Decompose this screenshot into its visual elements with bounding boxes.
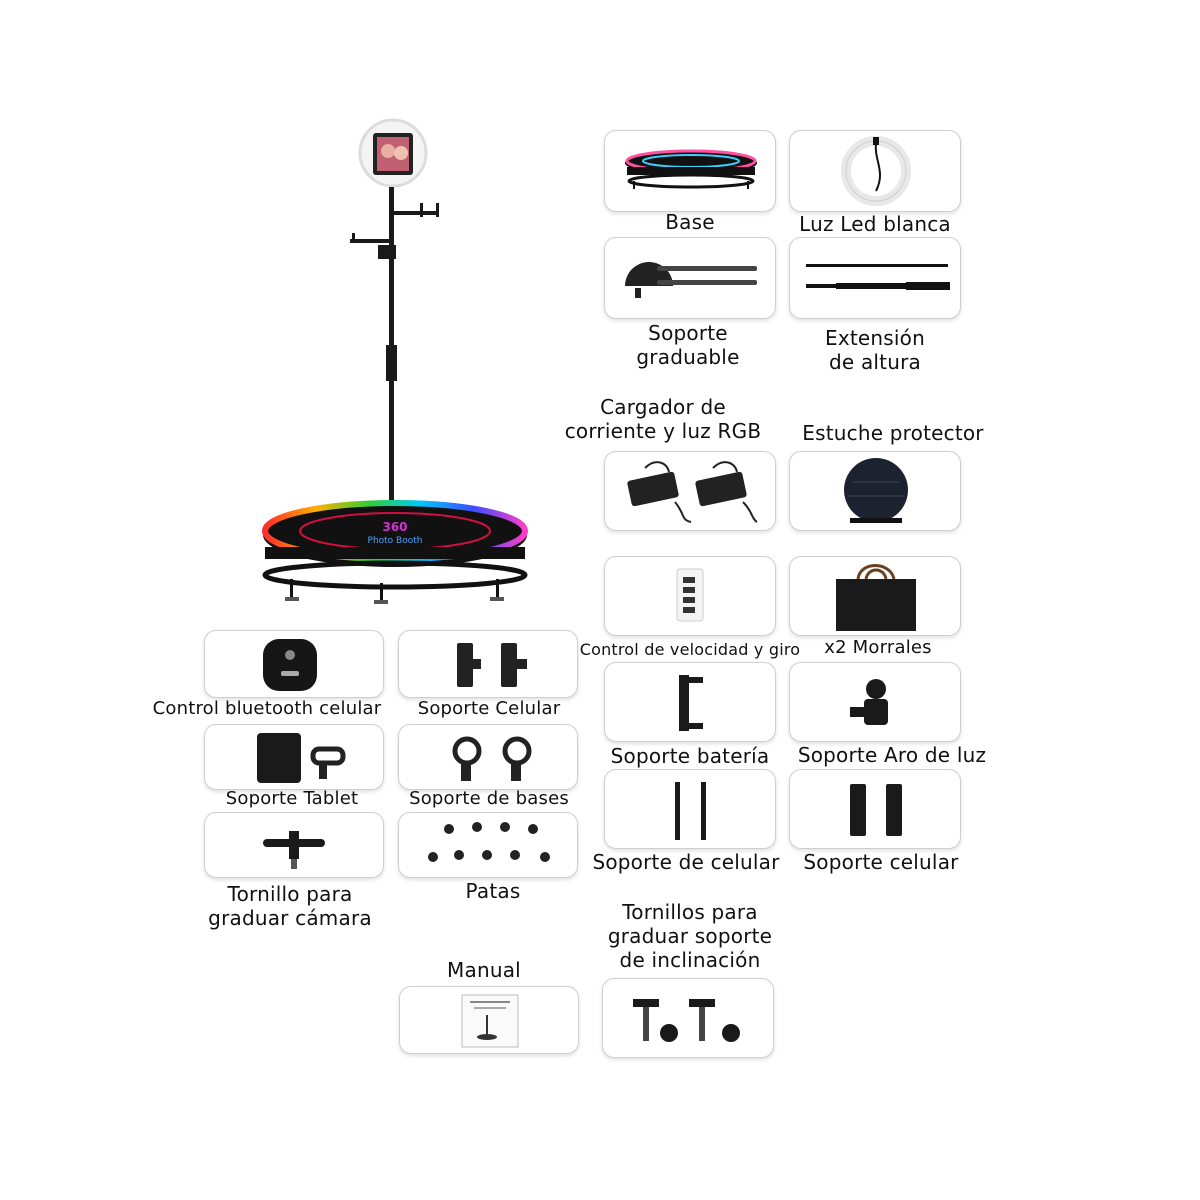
battery-holder-icon [679,675,703,731]
tablet-holder-icon [257,733,346,783]
manual-card [399,986,579,1054]
soporte-tablet-card [204,724,384,790]
label-base: Base [665,210,715,234]
telescopic-pole-icon [806,264,950,290]
label-control-velocidad: Control de velocidad y giro [579,640,801,659]
soporte-graduable-card [604,237,776,319]
bag-icon [836,564,916,631]
label-tornillo-camara: Tornillo para graduar cámara [208,882,372,930]
label-soporte-celular-2: Soporte celular [803,850,959,874]
estuche-card [789,451,961,531]
label-soporte-bases: Soporte de bases [409,788,569,809]
label-cargador: Cargador de corriente y luz RGB [564,395,762,443]
manual-icon [461,994,519,1048]
feet-icon [428,822,550,862]
adjustable-arm-icon [625,262,757,298]
phone-holder-icon [850,784,902,836]
morrales-card [789,556,961,636]
soporte-celular-1-card [398,630,578,698]
ring-light-icon [841,136,911,206]
power-adapter-icon [627,461,758,523]
tornillos-inclinacion-card [602,978,774,1058]
rotating-platform-icon [625,149,757,189]
extension-card [789,237,961,319]
photo-booth-360-icon: 360 Photo Booth [250,115,570,619]
phone-rods-icon [675,782,706,840]
tilt-screws-icon [633,999,740,1042]
label-soporte-aro: Soporte Aro de luz [797,743,987,767]
soporte-celular-2-card [789,769,961,849]
phone-clamp-icon [457,643,527,687]
label-extension: Extensión de altura [825,326,925,374]
label-soporte-tablet: Soporte Tablet [225,788,359,809]
tornillo-camara-card [204,812,384,878]
hero-logo: 360 [382,520,407,534]
label-soporte-bateria: Soporte batería [610,744,770,768]
ball-head-icon [850,679,888,725]
soporte-de-celular-card [604,769,776,849]
patas-card [398,812,578,878]
label-manual: Manual [447,958,521,982]
control-bluetooth-card [204,630,384,698]
hero-brand: Photo Booth [368,536,423,546]
speed-remote-icon [676,568,704,622]
soporte-bases-card [398,724,578,790]
cargador-card [604,451,776,531]
label-patas: Patas [465,879,521,903]
label-tornillos-inclinacion: Tornillos para graduar soporte de inclin… [607,900,773,972]
soporte-aro-card [789,662,961,742]
protective-case-icon [844,458,908,523]
luz-led-card [789,130,961,212]
camera-screw-icon [263,831,325,869]
control-velocidad-card [604,556,776,636]
label-estuche: Estuche protector [802,421,984,445]
label-soporte-celular-1: Soporte Celular [417,698,561,719]
label-soporte-de-celular: Soporte de celular [592,850,780,874]
base-card [604,130,776,212]
pole-clamp-icon [452,736,532,781]
label-soporte-graduable: Soporte graduable [636,321,740,369]
soporte-bateria-card [604,662,776,742]
label-morrales: x2 Morrales [824,637,932,658]
label-control-bluetooth: Control bluetooth celular [152,698,382,719]
label-luz-led: Luz Led blanca [799,212,951,236]
bluetooth-remote-icon [263,639,317,691]
